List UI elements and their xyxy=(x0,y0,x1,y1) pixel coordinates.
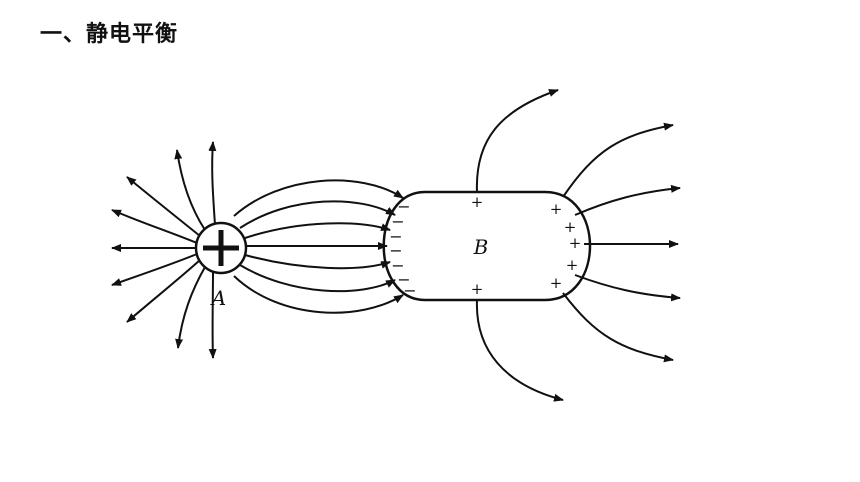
field-line-ab xyxy=(239,264,396,293)
minus-sign: − xyxy=(391,256,404,275)
field-lines-from-b xyxy=(475,89,681,402)
label-a: A xyxy=(210,286,226,310)
minus-sign: − xyxy=(397,197,410,216)
field-line-a-out xyxy=(126,259,201,323)
charge-a xyxy=(194,221,248,275)
plus-sign: + xyxy=(550,200,563,218)
plus-sign: + xyxy=(471,280,484,298)
plus-sign: + xyxy=(564,218,577,236)
induced-plus-charges: + + + + + + + xyxy=(471,193,582,298)
page-title: 一、静电平衡 xyxy=(40,22,179,47)
field-line-ab xyxy=(233,179,404,217)
field-line-a-out xyxy=(208,141,217,226)
field-line-ab xyxy=(239,200,396,229)
minus-sign: − xyxy=(391,212,404,231)
field-line-a-out xyxy=(111,253,198,286)
field-lines-a-to-b xyxy=(233,179,404,314)
field-line-b-out xyxy=(475,299,564,402)
minus-sign: − xyxy=(389,227,402,246)
minus-sign: − xyxy=(403,281,416,300)
field-line-b-out xyxy=(562,292,674,363)
field-lines-from-a xyxy=(111,141,217,359)
minus-sign: − xyxy=(397,270,410,289)
field-line-a-out xyxy=(111,209,198,244)
field-line-b-out xyxy=(475,89,559,193)
induced-minus-charges: − − − − − − − xyxy=(389,197,416,300)
field-line-b-out xyxy=(574,184,681,216)
plus-sign: + xyxy=(569,234,582,252)
minus-sign: − xyxy=(389,241,402,260)
field-line-a-out xyxy=(174,149,206,231)
field-line-ab xyxy=(244,222,391,239)
plus-sign: + xyxy=(566,256,579,274)
field-line-a-out xyxy=(126,176,201,237)
field-line-ab xyxy=(244,254,391,270)
field-line-a-out xyxy=(175,266,206,349)
plus-sign: + xyxy=(550,274,563,292)
plus-sign: + xyxy=(471,193,484,211)
field-line-ab xyxy=(233,275,404,314)
field-line-b-out xyxy=(574,274,681,302)
conductor-b-outline xyxy=(382,190,592,302)
label-b: B xyxy=(473,235,489,259)
field-line-b-out xyxy=(562,122,674,198)
